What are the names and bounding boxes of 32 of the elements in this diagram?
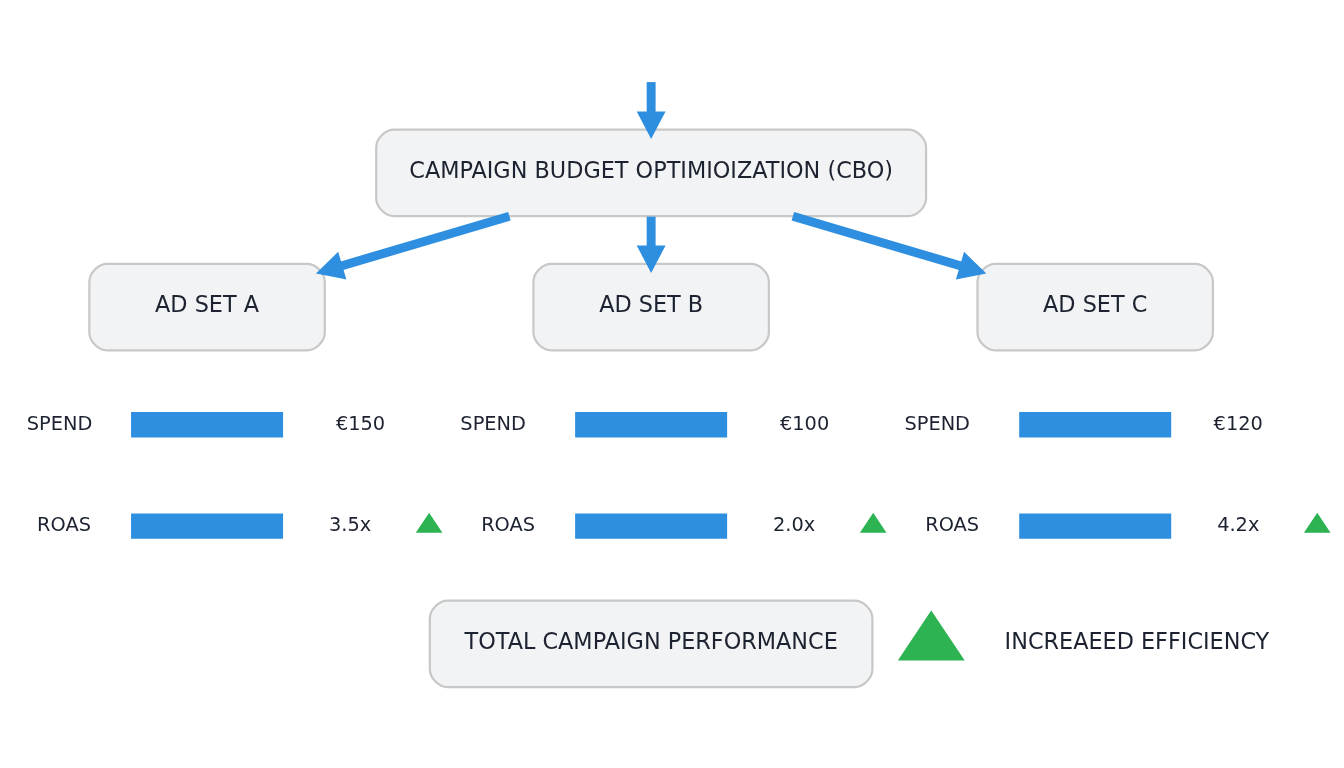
node-box: AD SET A (88, 262, 326, 352)
arrow (636, 82, 666, 139)
label: SPEND (26, 411, 93, 435)
node-bar (131, 412, 284, 438)
label: €150 (335, 411, 386, 435)
node-bar (131, 513, 284, 539)
label: INCREAEED EFFICIENCY (1004, 628, 1270, 655)
label: SPEND (460, 411, 526, 435)
node-box: AD SET C (976, 262, 1215, 352)
label: ROAS (37, 513, 91, 537)
label: 2.0x (773, 513, 816, 537)
label: ROAS (481, 513, 536, 537)
node-bar (575, 513, 728, 539)
node-arrow (897, 610, 965, 661)
node-arrow (859, 512, 887, 533)
node-bar (575, 412, 728, 438)
node-box: AD SET B (532, 262, 770, 352)
label: 4.2x (1217, 513, 1260, 537)
arrow (791, 212, 987, 280)
node-arrow (415, 512, 443, 533)
node-bar (1019, 412, 1172, 438)
node-arrow (1303, 512, 1331, 533)
arrow (315, 212, 511, 280)
label: SPEND (904, 411, 971, 435)
label: €120 (1213, 411, 1263, 435)
node-box: CAMPAIGN BUDGET OPTIMIOIZATION (CBO) (375, 128, 928, 218)
node-bar (1019, 513, 1172, 539)
arrow (636, 216, 666, 274)
node-box: TOTAL CAMPAIGN PERFORMANCE (428, 599, 874, 689)
label: €100 (779, 411, 830, 435)
label: 3.5x (329, 513, 372, 537)
label: ROAS (925, 513, 980, 537)
